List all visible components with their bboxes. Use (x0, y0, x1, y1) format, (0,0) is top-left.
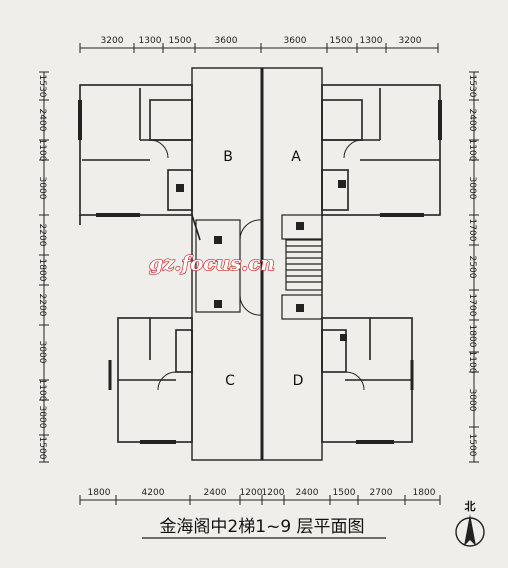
unit-a (321, 84, 442, 217)
left-dim-4: 3000 (37, 177, 47, 200)
watermark-text: gz.focus.cn (149, 251, 275, 275)
stair-core (195, 214, 323, 320)
left-dim-9: 1100 (37, 379, 47, 402)
right-dim-8: 1800 (467, 325, 477, 348)
right-dim-10: 3000 (467, 389, 477, 412)
bottom-dim-2: 4200 (142, 488, 165, 498)
top-dimension-line (79, 43, 439, 53)
bottom-dim-4: 1200 (240, 488, 263, 498)
left-dim-5: 2200 (37, 224, 47, 247)
left-dimension-line (39, 71, 49, 463)
left-dim-8: 3000 (37, 341, 47, 364)
right-dim-2: 2400 (467, 109, 477, 132)
left-dim-3: 1100 (37, 139, 47, 162)
right-dim-9: 1100 (467, 351, 477, 374)
north-label: 北 (465, 499, 476, 513)
top-dim-8: 3200 (399, 36, 422, 46)
right-dim-6: 2500 (467, 256, 477, 279)
bottom-dim-5: 1200 (262, 488, 285, 498)
bottom-dimension-line (79, 495, 441, 505)
right-dimension-line (469, 71, 479, 463)
north-arrow-icon (455, 514, 485, 547)
bottom-dim-9: 1800 (413, 488, 436, 498)
top-dim-6: 1500 (330, 36, 353, 46)
unit-b (78, 84, 201, 241)
duct-shafts (176, 180, 347, 341)
top-dim-1: 3200 (101, 36, 124, 46)
bottom-dim-8: 2700 (370, 488, 393, 498)
left-dim-6: 1800 (37, 259, 47, 282)
bottom-dim-6: 2400 (296, 488, 319, 498)
left-dim-1: 1530 (37, 75, 47, 98)
top-dim-3: 1500 (169, 36, 192, 46)
right-dim-3: 1100 (467, 139, 477, 162)
unit-label-a: A (291, 149, 301, 165)
left-dim-10: 3000 (37, 406, 47, 429)
drawing-title: 金海阁中2梯1~9 层平面图 (159, 517, 364, 537)
unit-c (108, 317, 193, 444)
right-dim-1: 1530 (467, 75, 477, 98)
right-dim-4: 3000 (467, 177, 477, 200)
top-dim-7: 1300 (360, 36, 383, 46)
top-dim-4: 3600 (215, 36, 238, 46)
top-dim-2: 1300 (139, 36, 162, 46)
unit-label-c: C (225, 373, 235, 389)
unit-label-d: D (293, 373, 304, 389)
right-dim-11: 1500 (467, 434, 477, 457)
bottom-dim-1: 1800 (88, 488, 111, 498)
right-dim-7: 1700 (467, 294, 477, 317)
left-dim-2: 2400 (37, 109, 47, 132)
left-dims: 1530 2400 1100 3000 2200 1800 2200 3000 … (37, 75, 47, 460)
top-dim-5: 3600 (284, 36, 307, 46)
right-dim-5: 1700 (467, 219, 477, 242)
left-dim-7: 2200 (37, 294, 47, 317)
bottom-dim-7: 1500 (333, 488, 356, 498)
right-dims: 1530 2400 1100 3000 1700 2500 1700 1800 … (467, 75, 477, 457)
unit-label-b: B (223, 149, 233, 165)
left-dim-11: 1500 (37, 437, 47, 460)
unit-d (321, 317, 414, 444)
bottom-dim-3: 2400 (204, 488, 227, 498)
